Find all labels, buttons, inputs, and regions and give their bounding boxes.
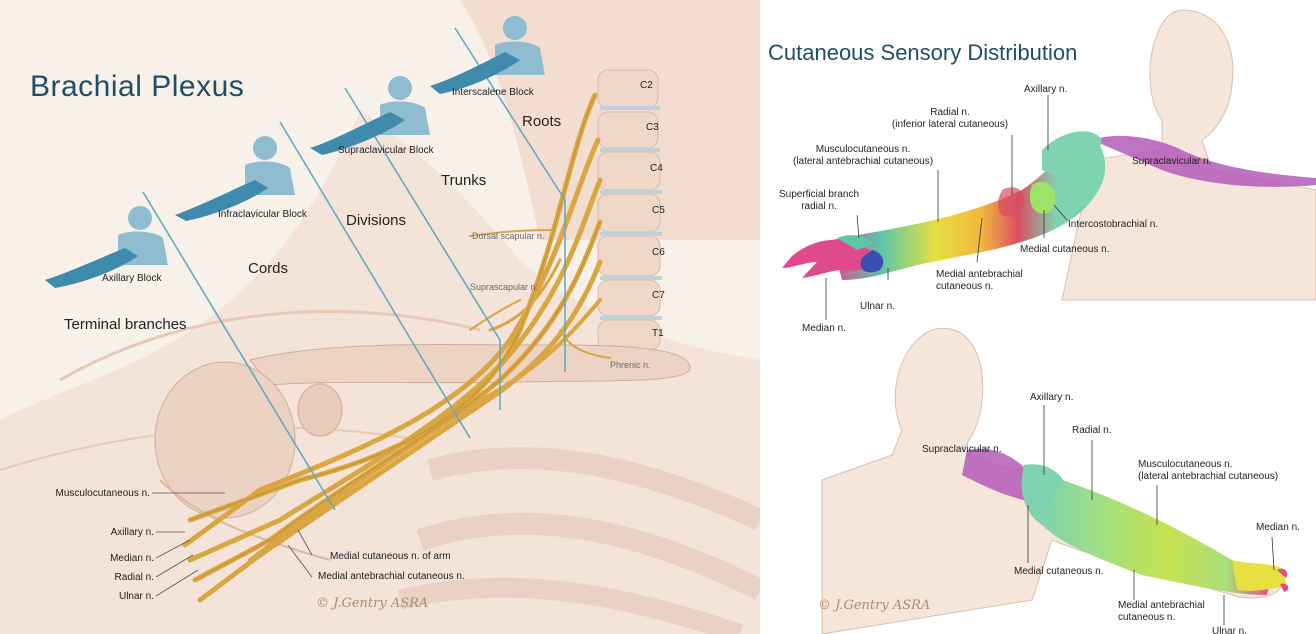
- medial-antebrachial-label: Medial antebrachial cutaneous n.: [318, 571, 465, 583]
- artist-signature-right: © J.Gentry ASRA: [818, 598, 930, 613]
- front-musculo-label-line1: Musculocutaneous n.: [778, 144, 948, 156]
- back-musculo-label-line1: Musculocutaneous n.: [1138, 459, 1233, 471]
- back-medial-cutaneous-label: Medial cutaneous n.: [1014, 566, 1104, 578]
- signature-org-right: ASRA: [893, 598, 930, 613]
- vertebra-c5-label: C5: [652, 205, 665, 217]
- back-musculo-label-line2: (lateral antebrachial cutaneous): [1138, 471, 1278, 483]
- front-axillary-zone: [1042, 131, 1102, 177]
- front-medial-cutaneous-label: Medial cutaneous n.: [1020, 244, 1110, 256]
- roots-label: Roots: [522, 113, 561, 130]
- brachial-plexus-title: Brachial Plexus: [30, 70, 244, 104]
- back-median-label: Median n.: [1256, 522, 1300, 534]
- signature-org: ASRA: [391, 596, 428, 611]
- trunks-label: Trunks: [441, 172, 486, 189]
- vertebra-c3-label: C3: [646, 122, 659, 134]
- supraclavicular-block-label: Supraclavicular Block: [338, 145, 434, 157]
- back-supraclavicular-label: Supraclavicular n.: [922, 444, 1001, 456]
- axillary-block-label: Axillary Block: [102, 273, 161, 285]
- front-median-label: Median n.: [802, 323, 846, 335]
- dorsal-scapular-label: Dorsal scapular n.: [472, 231, 545, 241]
- phrenic-label: Phrenic n.: [610, 360, 651, 370]
- ulnar-nerve-label: Ulnar n.: [0, 591, 154, 603]
- front-intercostobrachial-label: Intercostobrachial n.: [1068, 219, 1158, 231]
- musculocutaneous-label: Musculocutaneous n.: [0, 488, 150, 500]
- front-axillary-label: Axillary n.: [1024, 84, 1067, 96]
- front-ulnar-label: Ulnar n.: [860, 301, 895, 313]
- coracoid: [298, 384, 342, 436]
- vertebra-t1-label: T1: [652, 328, 664, 340]
- radial-nerve-label: Radial n.: [0, 572, 154, 584]
- suprascapular-label: Suprascapular n.: [470, 282, 538, 292]
- front-medial-ante-label-line2: cutaneous n.: [936, 281, 993, 293]
- brachial-plexus-panel: Brachial Plexus Interscalene Block Supra…: [0, 0, 760, 634]
- back-medial-ante-label-line1: Medial antebrachial: [1118, 600, 1205, 612]
- divisions-label: Divisions: [346, 212, 406, 229]
- axillary-nerve-label: Axillary n.: [0, 527, 154, 539]
- back-axillary-label: Axillary n.: [1030, 392, 1073, 404]
- interscalene-block-label: Interscalene Block: [452, 87, 534, 99]
- front-radial-label-line2: (inferior lateral cutaneous): [870, 119, 1030, 131]
- infraclavicular-block-label: Infraclavicular Block: [218, 209, 307, 221]
- sensory-distribution-panel: Cutaneous Sensory Distribution Axillary …: [762, 0, 1316, 634]
- medial-cutaneous-arm-label: Medial cutaneous n. of arm: [330, 551, 451, 563]
- median-nerve-label: Median n.: [0, 553, 154, 565]
- cords-label: Cords: [248, 260, 288, 277]
- terminal-branches-label: Terminal branches: [64, 316, 187, 333]
- front-medial-ante-label-line1: Medial antebrachial: [936, 269, 1023, 281]
- vertebra-c6-label: C6: [652, 247, 665, 259]
- front-supraclavicular-label: Supraclavicular n.: [1132, 156, 1211, 168]
- vertebra-c4-label: C4: [650, 163, 663, 175]
- front-radial-label-line1: Radial n.: [870, 107, 1030, 119]
- front-superficial-label-line2: radial n.: [764, 201, 874, 213]
- vertebra-c2-label: C2: [640, 80, 653, 92]
- back-medial-ante-label-line2: cutaneous n.: [1118, 612, 1175, 624]
- front-superficial-label-line1: Superficial branch: [764, 189, 874, 201]
- front-musculo-label-line2: (lateral antebrachial cutaneous): [778, 156, 948, 168]
- vertebra-c7-label: C7: [652, 290, 665, 302]
- back-radial-label: Radial n.: [1072, 425, 1111, 437]
- sensory-distribution-title: Cutaneous Sensory Distribution: [768, 40, 1077, 66]
- artist-signature: © J.Gentry ASRA: [316, 596, 428, 611]
- back-ulnar-label: Ulnar n.: [1212, 626, 1247, 634]
